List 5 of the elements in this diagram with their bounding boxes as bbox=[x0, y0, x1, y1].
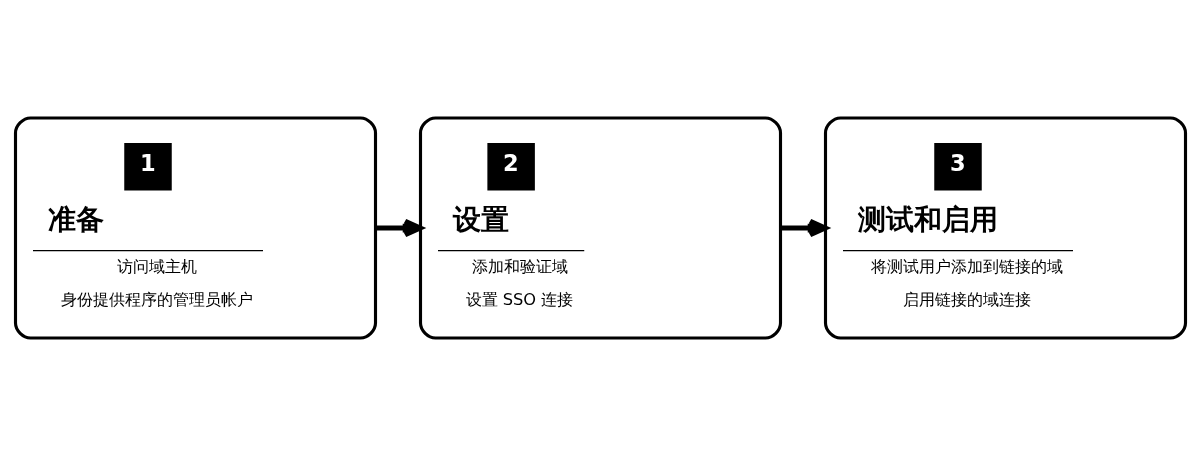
arrow bbox=[375, 218, 423, 237]
node-box: 1 准备 访问域主机 身份提供程序的管理员帐户 bbox=[13, 115, 378, 340]
node-box: 2 设置 添加和验证域 设置 SSO 连接 bbox=[418, 115, 783, 340]
node-box: 3 测试和启用 将测试用户添加到链接的域 启用链接的域连接 bbox=[823, 115, 1188, 340]
arrow bbox=[780, 218, 828, 237]
